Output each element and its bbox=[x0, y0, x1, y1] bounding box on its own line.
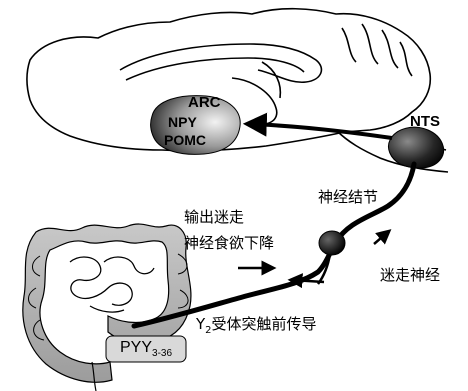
efferent-vagus-label-line2: 神经食欲下降 bbox=[184, 236, 274, 251]
y2-receptor-label: Y2受体突触前传导 bbox=[196, 316, 317, 336]
nts-to-arc-arrow bbox=[250, 124, 392, 138]
pyy-label: PYY3-36 bbox=[120, 340, 172, 359]
vagus-nerve-label: 迷走神经 bbox=[380, 268, 440, 283]
y2-text: 受体突触前传导 bbox=[212, 315, 317, 333]
nts-region bbox=[388, 127, 443, 168]
pyy-main: PYY bbox=[120, 339, 152, 356]
intestine bbox=[23, 224, 191, 391]
npy-label: NPY bbox=[168, 114, 197, 130]
nodose-ganglion bbox=[319, 231, 345, 255]
pomc-label: POMC bbox=[164, 132, 206, 148]
ganglion-label: 神经结节 bbox=[318, 190, 378, 205]
efferent-vagus-label-line1: 输出迷走 bbox=[184, 210, 244, 225]
brain-outline bbox=[27, 9, 448, 172]
ascending-arrow bbox=[374, 232, 388, 244]
pyy-subscript: 3-36 bbox=[152, 348, 172, 359]
arc-label: ARC bbox=[188, 94, 221, 111]
nts-label: NTS bbox=[410, 114, 440, 129]
y2-prefix: Y bbox=[196, 315, 205, 333]
